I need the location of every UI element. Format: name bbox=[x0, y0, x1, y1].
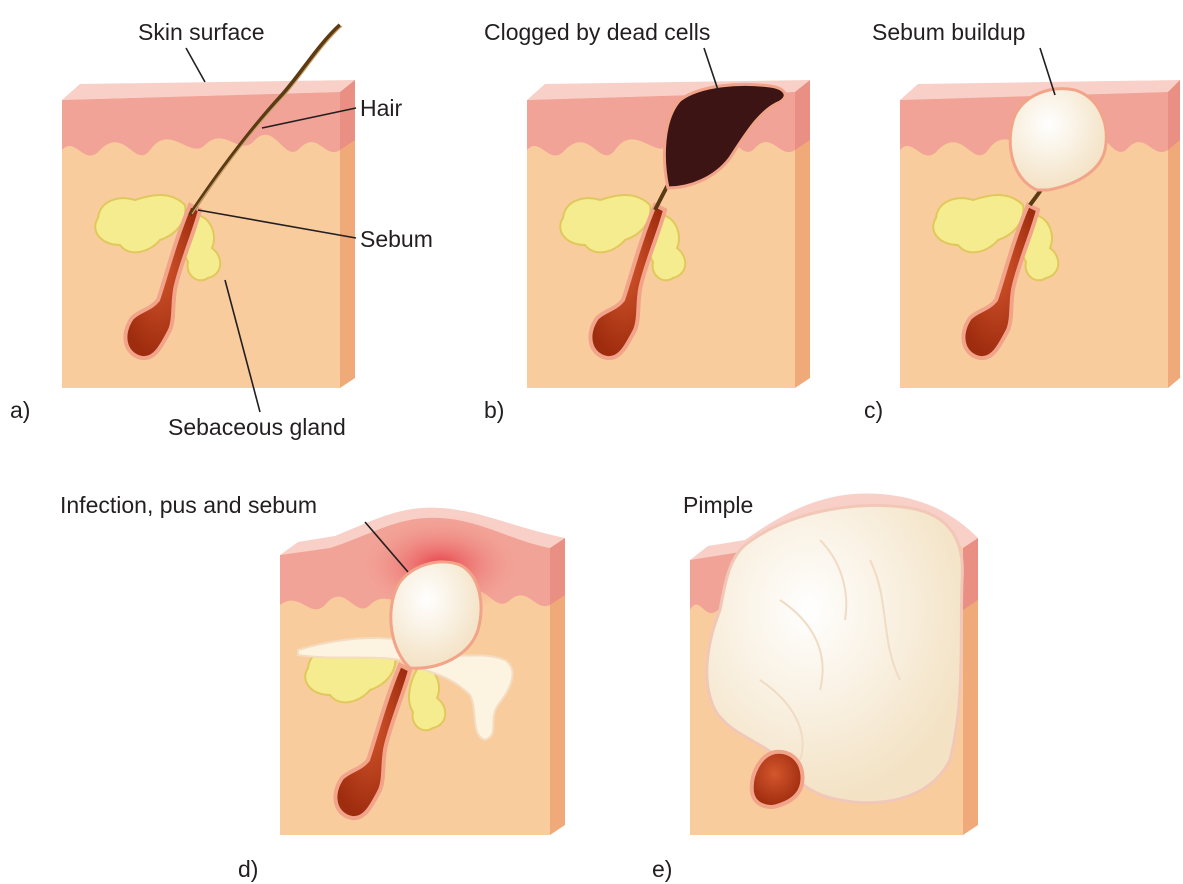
panel-e-letter: e) bbox=[652, 856, 672, 882]
panel-d: Infection, pus and sebum d) bbox=[60, 492, 565, 882]
panel-a: Skin surface Hair Sebum Sebaceous gland … bbox=[10, 19, 433, 440]
clogged-label: Clogged by dead cells bbox=[484, 19, 710, 45]
sebum-buildup-label: Sebum buildup bbox=[872, 19, 1025, 45]
skin-surface-leader bbox=[186, 48, 205, 82]
panel-a-letter: a) bbox=[10, 397, 30, 423]
panel-b: Clogged by dead cells b) bbox=[484, 19, 810, 423]
panel-d-letter: d) bbox=[238, 856, 258, 882]
hair-label: Hair bbox=[360, 95, 403, 121]
pimple-label: Pimple bbox=[683, 492, 753, 518]
panel-e: Pimple e) bbox=[652, 492, 978, 882]
infection-label: Infection, pus and sebum bbox=[60, 492, 317, 518]
hair-follicle-e bbox=[752, 752, 803, 807]
sebaceous-gland-label: Sebaceous gland bbox=[168, 414, 346, 440]
panel-b-letter: b) bbox=[484, 397, 504, 423]
panel-c-letter: c) bbox=[864, 397, 883, 423]
skin-surface-label: Skin surface bbox=[138, 19, 265, 45]
sebum-label: Sebum bbox=[360, 226, 433, 252]
panel-c: Sebum buildup c) bbox=[864, 19, 1180, 423]
